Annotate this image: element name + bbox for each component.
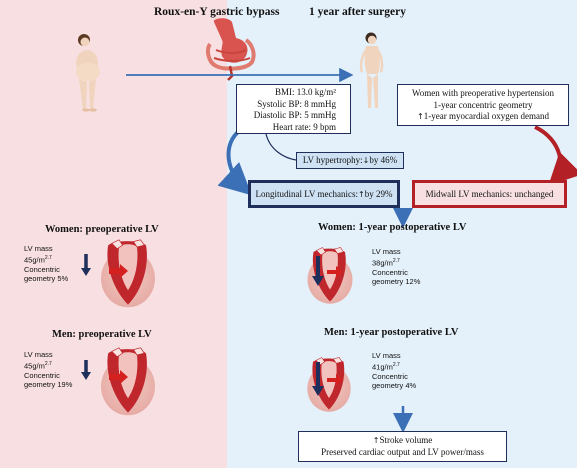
stroke-volume-label: Stroke volume	[379, 435, 433, 445]
lv-mass-label: LV mass	[24, 350, 53, 359]
digestive-tract-illustration	[206, 18, 256, 81]
systolic-bp-change: Systolic BP: 8 mmHg	[257, 98, 336, 109]
lv-mass-label: LV mass	[24, 244, 53, 253]
clinical-changes-box: BMI: 13.0 kg/m² Systolic BP: 8 mmHg Dias…	[236, 84, 351, 134]
geometry-value: geometry 4%	[372, 381, 417, 390]
geometry-value: geometry 12%	[372, 277, 421, 286]
htn-line1: Women with preoperative hypertension	[412, 88, 554, 98]
longitudinal-mechanics-box: Longitudinal LV mechanics:↑by 29%	[248, 180, 400, 208]
lv-mass-value: 45g/m	[24, 255, 45, 264]
men-preop-title: Men: preoperative LV	[52, 329, 152, 340]
htn-line2: 1-year concentric geometry	[433, 99, 533, 110]
lv-mass-value: 41g/m	[372, 362, 393, 371]
bmi-change: BMI: 13.0 kg/m²	[275, 87, 336, 97]
concentric-label: Concentric	[24, 264, 60, 274]
midwall-mechanics-box: Midwall LV mechanics: unchanged	[412, 180, 567, 208]
women-preop-title: Women: preoperative LV	[45, 224, 159, 235]
lv-mass-exponent: 2.7	[392, 361, 400, 368]
lv-mass-exponent: 2.7	[44, 360, 52, 367]
men-preop-stats: LV mass 45g/m2.7 Concentric geometry 19%	[24, 350, 72, 390]
men-postop-stats: LV mass 41g/m2.7 Concentric geometry 4%	[372, 351, 416, 391]
curved-arrow-left	[217, 126, 252, 196]
lv-mass-exponent: 2.7	[44, 254, 52, 261]
increase-arrow-icon: ↑	[417, 112, 424, 121]
heart-women-postop	[307, 247, 353, 305]
women-postop-stats: LV mass 38g/m2.7 Concentric geometry 12%	[372, 247, 420, 287]
women-preop-stats: LV mass 45g/m2.7 Concentric geometry 5%	[24, 244, 68, 284]
midwall-label: Midwall LV mechanics: unchanged	[425, 189, 554, 199]
heart-rate-change: Heart rate: 9 bpm	[272, 121, 336, 132]
followup-title: 1 year after surgery	[309, 6, 406, 18]
men-postop-title: Men: 1-year postoperative LV	[324, 327, 459, 338]
heart-women-preop	[81, 239, 156, 308]
curved-arrow-right	[534, 125, 577, 186]
concentric-label: Concentric	[372, 267, 408, 277]
concentric-label: Concentric	[372, 371, 408, 381]
increase-arrow-icon: ↑	[358, 190, 365, 199]
connector-arrow	[265, 133, 297, 161]
longitudinal-label: Longitudinal LV mechanics:	[255, 189, 359, 199]
hypertension-box: Women with preoperative hypertension 1-y…	[397, 84, 569, 126]
surgery-title: Roux-en-Y gastric bypass	[154, 6, 280, 18]
lv-mass-value: 38g/m	[372, 258, 393, 267]
lv-mass-label: LV mass	[372, 351, 401, 360]
obese-woman-figure	[76, 34, 100, 112]
decrease-arrow-icon: ↓	[362, 156, 370, 165]
lvh-value: by 46%	[369, 155, 398, 165]
lv-hypertrophy-box: LV hypertrophy:↓by 46%	[296, 152, 404, 169]
cardiac-output-label: Preserved cardiac output and LV power/ma…	[321, 446, 484, 457]
stroke-volume-box: ↑Stroke volume Preserved cardiac output …	[298, 431, 507, 462]
concentric-label: Concentric	[24, 370, 60, 380]
lv-mass-value: 45g/m	[24, 361, 45, 370]
heart-men-postop	[306, 357, 352, 413]
diastolic-bp-change: Diastolic BP: 5 mmHg	[253, 110, 336, 120]
heart-men-preop	[81, 347, 156, 416]
lvh-label: LV hypertrophy:	[302, 155, 363, 165]
postoperative-panel	[227, 0, 577, 468]
htn-line3: 1-year myocardial oxygen demand	[423, 111, 549, 121]
increase-arrow-icon: ↑	[372, 436, 380, 445]
lv-mass-exponent: 2.7	[392, 257, 400, 264]
slimmer-woman-figure	[359, 32, 384, 108]
geometry-value: geometry 5%	[24, 274, 69, 283]
women-postop-title: Women: 1-year postoperative LV	[318, 222, 467, 233]
longitudinal-value: by 29%	[364, 189, 393, 199]
lv-mass-label: LV mass	[372, 247, 401, 256]
geometry-value: geometry 19%	[24, 380, 73, 389]
